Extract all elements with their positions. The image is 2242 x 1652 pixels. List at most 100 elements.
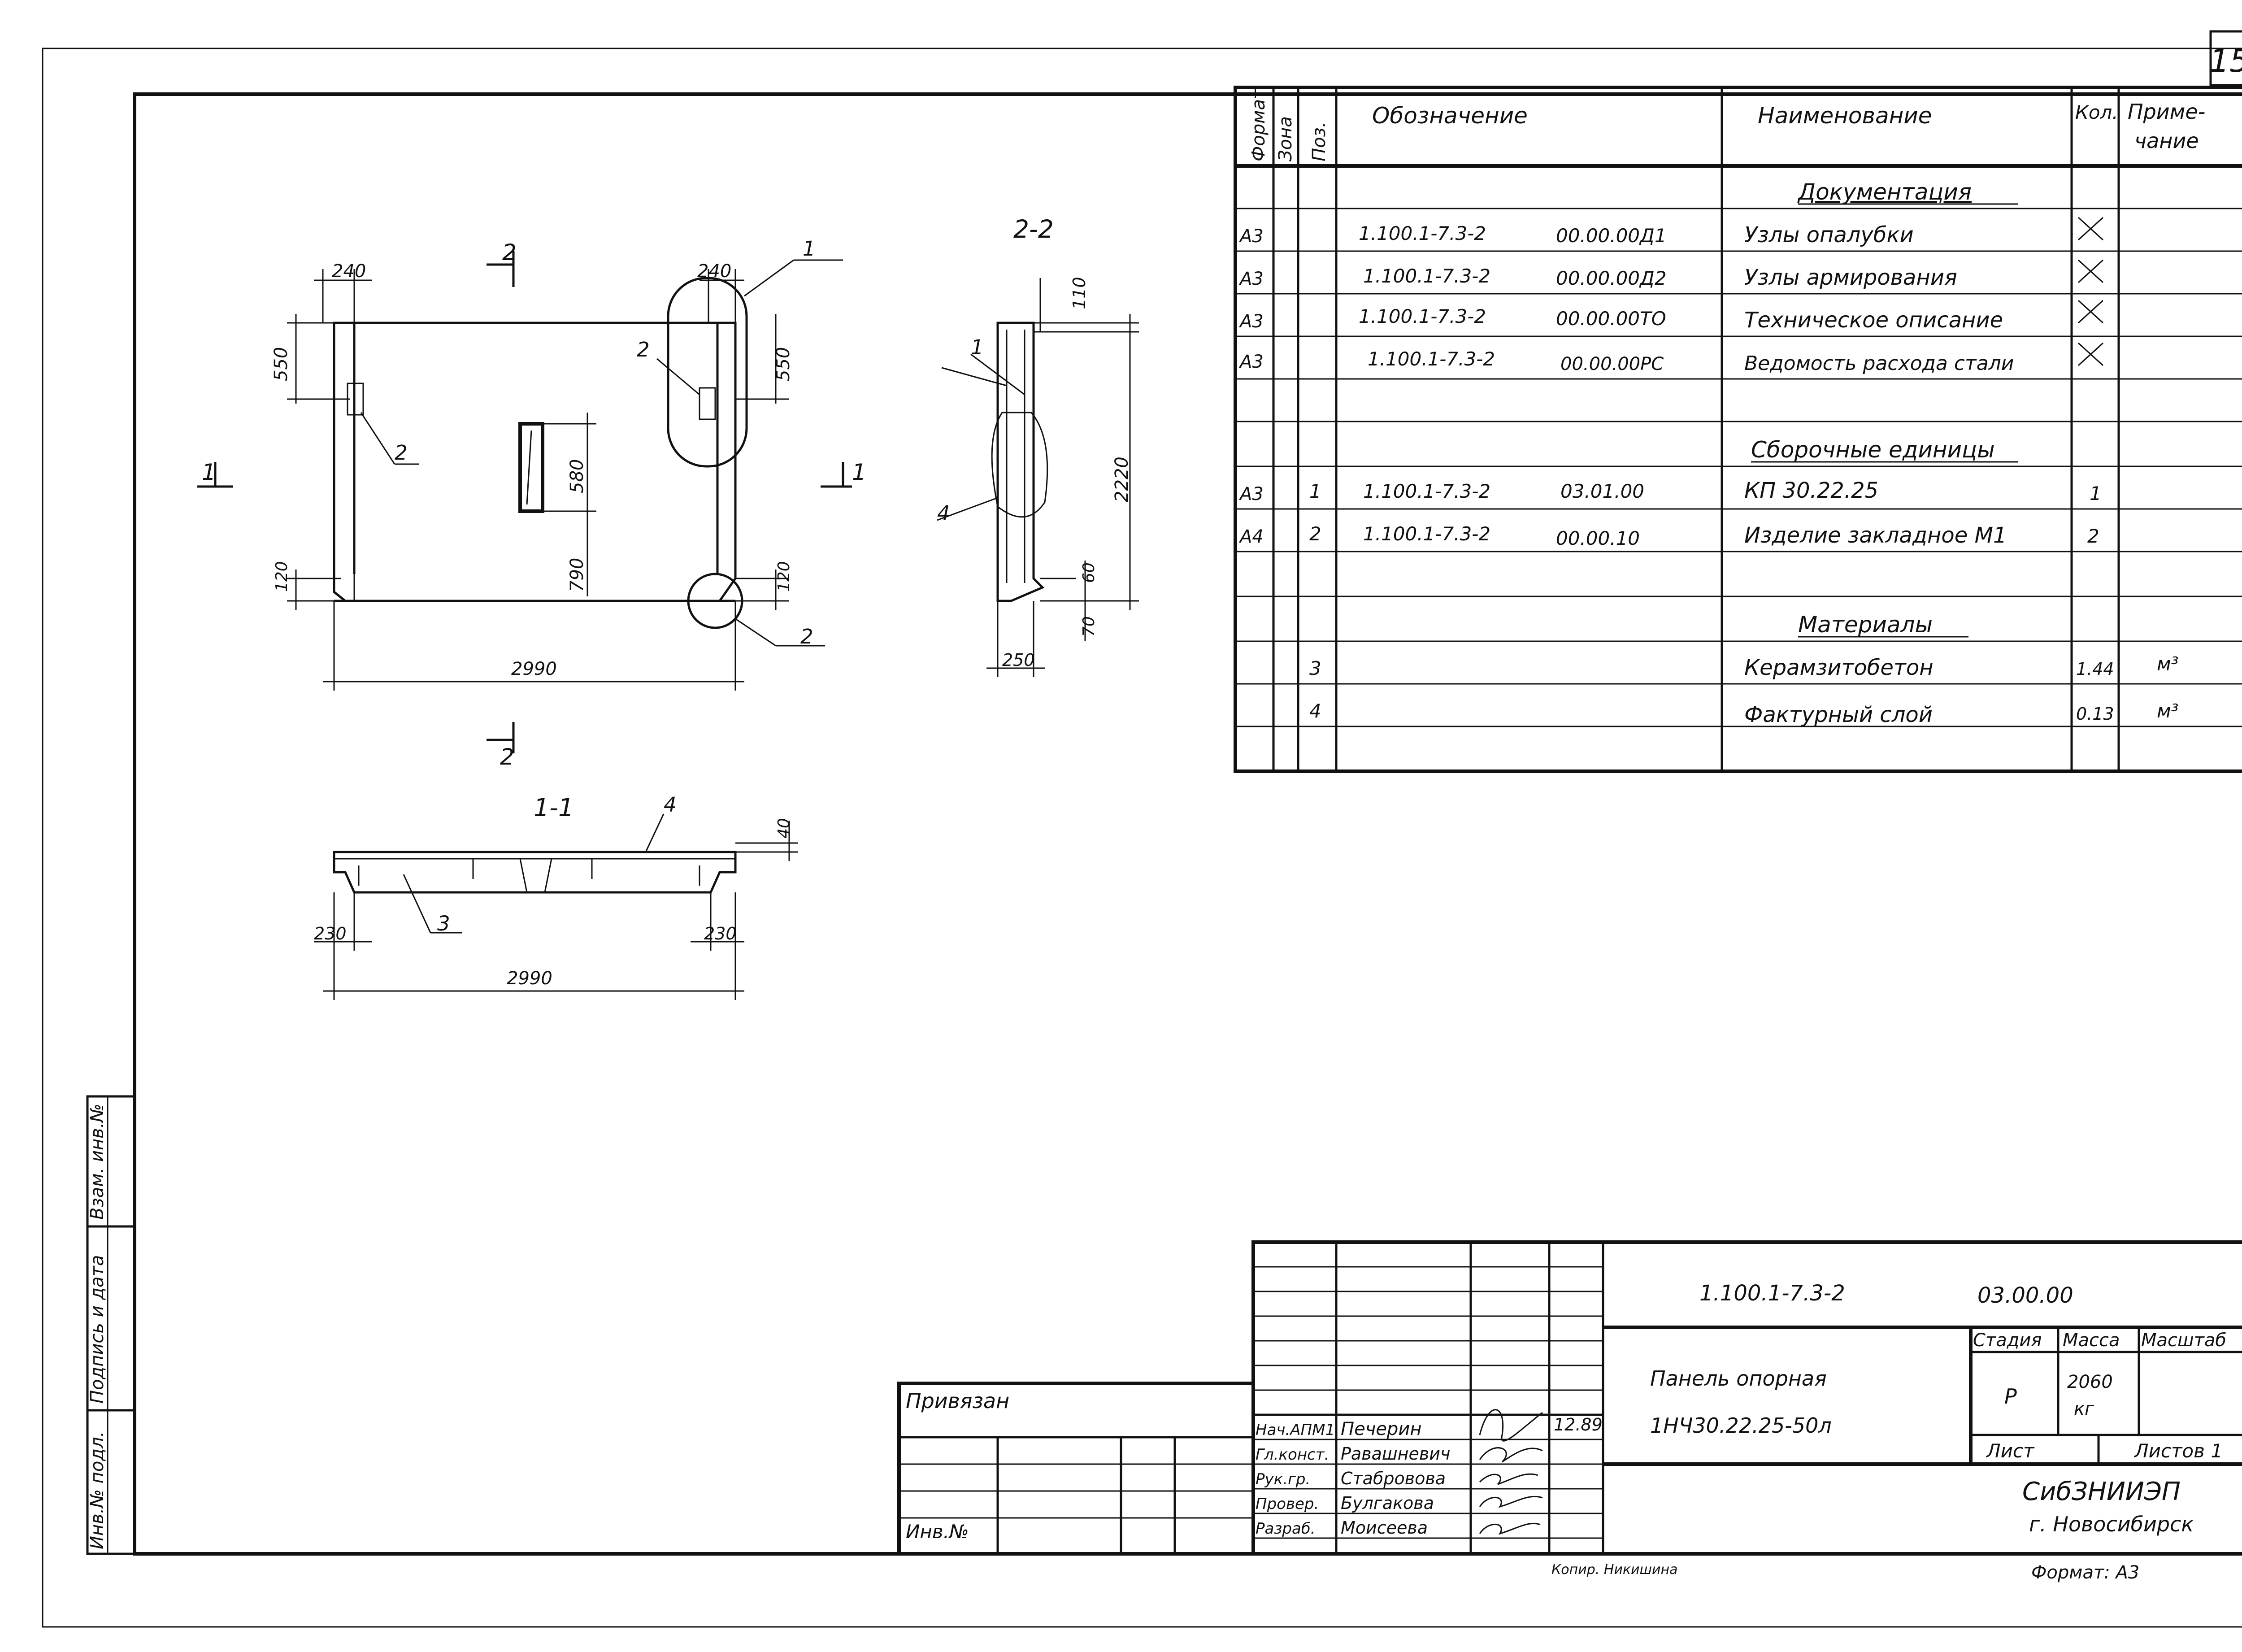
- sheet-label: Лист: [1986, 1440, 2035, 1462]
- dim-790: 790: [567, 558, 587, 592]
- section-1-1: [333, 851, 737, 894]
- dim-120-right: 120: [775, 561, 793, 592]
- copied-by: Копир. Никишина: [1551, 1562, 1678, 1578]
- svg-text:Керамзитобетон: Керамзитобетон: [1744, 655, 1934, 680]
- svg-text:1.100.1-7.3-2: 1.100.1-7.3-2: [1359, 305, 1486, 327]
- cut-label-2-bottom: 2: [500, 744, 514, 770]
- table-row: А4 2 1.100.1-7.3-2 00.00.10 Изделие закл…: [1238, 523, 2099, 549]
- svg-text:Равашневич: Равашневич: [1341, 1444, 1450, 1464]
- sheet-number: 15: [2209, 43, 2242, 79]
- leader-label-3-s11: 3: [437, 912, 450, 935]
- svg-text:00.00.00Д2: 00.00.00Д2: [1556, 267, 1667, 289]
- signature-row: Гл.конст. Равашневич: [1256, 1444, 1450, 1464]
- signature-row: Провер. Булгакова: [1256, 1493, 1434, 1513]
- section-1-1-label: 1-1: [534, 793, 574, 822]
- spec-table: [1234, 86, 2242, 773]
- svg-text:Разраб.: Разраб.: [1256, 1520, 1316, 1538]
- dim-580: 580: [567, 459, 587, 493]
- table-row: А3 1.100.1-7.3-2 00.00.00РС Ведомость ра…: [1238, 348, 2014, 375]
- svg-text:Печерин: Печерин: [1341, 1419, 1421, 1439]
- svg-text:Фактурный слой: Фактурный слой: [1744, 702, 1933, 727]
- hdr-note-1: Приме-: [2128, 100, 2205, 124]
- svg-text:0.13: 0.13: [2076, 704, 2114, 724]
- leader-label-4-s11: 4: [664, 793, 677, 817]
- svg-text:1.100.1-7.3-2: 1.100.1-7.3-2: [1359, 222, 1486, 244]
- date-value: 12.89: [1554, 1415, 1603, 1435]
- svg-text:2: 2: [2087, 525, 2099, 547]
- dim-230-left: 230: [314, 924, 347, 943]
- svg-text:1.100.1-7.3-2: 1.100.1-7.3-2: [1368, 348, 1495, 370]
- mass-unit: кг: [2074, 1399, 2094, 1419]
- svg-text:4: 4: [1309, 700, 1321, 722]
- stamp-inv-podl: Инв.№ подл.: [87, 1431, 108, 1549]
- title-line-1: Панель опорная: [1650, 1366, 1827, 1391]
- mass-value: 2060: [2067, 1372, 2113, 1392]
- cut-label-1-left: 1: [202, 459, 216, 485]
- svg-text:Рук.гр.: Рук.гр.: [1256, 1470, 1310, 1488]
- privyazan-label: Привязан: [906, 1389, 1009, 1413]
- svg-text:1.44: 1.44: [2076, 659, 2114, 679]
- table-row: А3 1.100.1-7.3-2 00.00.00Д1 Узлы опалубк…: [1238, 222, 1914, 248]
- dim-60: 60: [1080, 562, 1098, 583]
- svg-text:3: 3: [1309, 657, 1321, 679]
- section-2-2-label: 2-2: [1013, 215, 1054, 243]
- svg-text:Стабровова: Стабровова: [1341, 1469, 1446, 1488]
- signature-row: Рук.гр. Стабровова: [1256, 1469, 1446, 1488]
- side-stamp: Взам. инв.№ Подпись и дата Инв.№ подл.: [86, 1095, 136, 1555]
- svg-text:00.00.00РС: 00.00.00РС: [1560, 354, 1664, 374]
- cut-label-2-top: 2: [502, 239, 517, 265]
- dim-550-left: 550: [271, 347, 291, 381]
- table-row: А3 1.100.1-7.3-2 00.00.00Д2 Узлы армиров…: [1238, 265, 1957, 290]
- svg-text:м³: м³: [2157, 653, 2179, 675]
- sheets-count: Листов 1: [2133, 1440, 2223, 1462]
- section-units: Сборочные единицы: [1751, 437, 1995, 463]
- table-row: А3 1.100.1-7.3-2 00.00.00ТО Техническое …: [1238, 305, 2003, 333]
- svg-text:А3: А3: [1238, 352, 1264, 372]
- leader-label-2: 2: [637, 338, 650, 361]
- org-name: СибЗНИИЭП: [2022, 1477, 2181, 1506]
- table-row: 3 Керамзитобетон 1.44 м³: [1309, 653, 2179, 680]
- section-materials: Материалы: [1798, 612, 1933, 638]
- hdr-format: Формат: [1248, 88, 1269, 161]
- hdr-designation: Обозначение: [1372, 103, 1528, 129]
- callout-ellipse: [667, 277, 748, 468]
- cross-mark-icon: [2077, 217, 2104, 366]
- svg-text:Техническое описание: Техническое описание: [1744, 308, 2003, 333]
- org-city: г. Новосибирск: [2029, 1512, 2194, 1536]
- privyazan-box: [897, 1382, 1255, 1556]
- cut-label-1-right: 1: [852, 459, 866, 485]
- stage-value: Р: [2004, 1384, 2017, 1409]
- hdr-name: Наименование: [1758, 103, 1932, 129]
- inv-no-label: Инв.№: [906, 1521, 969, 1543]
- svg-text:А3: А3: [1238, 226, 1264, 247]
- svg-text:Изделие закладное М1: Изделие закладное М1: [1744, 523, 2007, 548]
- leader-label-2c: 2: [800, 625, 813, 648]
- dim-70: 70: [1080, 616, 1098, 637]
- dim-250: 250: [1002, 650, 1035, 670]
- title-line-2: 1НЧ30.22.25-50л: [1650, 1413, 1832, 1438]
- doc-code: 1.100.1-7.3-2: [1699, 1281, 1845, 1306]
- signature-row: Нач.АПМ1 Печерин: [1256, 1419, 1421, 1439]
- doc-suffix: 03.00.00: [1977, 1283, 2073, 1308]
- sheet-number-box: [2209, 30, 2242, 87]
- svg-text:Узлы армирования: Узлы армирования: [1744, 265, 1957, 290]
- svg-text:А3: А3: [1238, 269, 1264, 289]
- hdr-qty: Кол.: [2075, 101, 2118, 123]
- svg-text:Булгакова: Булгакова: [1341, 1493, 1434, 1513]
- front-dimensions: [287, 269, 789, 691]
- table-row: 4 Фактурный слой 0.13 м³: [1309, 700, 2179, 727]
- stamp-podpis: Подпись и дата: [87, 1255, 108, 1404]
- svg-text:1.100.1-7.3-2: 1.100.1-7.3-2: [1363, 480, 1490, 502]
- dim-240-left: 240: [332, 261, 366, 282]
- svg-text:2: 2: [1309, 523, 1321, 545]
- svg-text:м³: м³: [2157, 700, 2179, 722]
- leader-label-2b: 2: [395, 441, 408, 465]
- hdr-note-2: чание: [2134, 129, 2199, 153]
- svg-text:1.100.1-7.3-2: 1.100.1-7.3-2: [1363, 523, 1490, 545]
- dim-2220: 2220: [1112, 456, 1132, 502]
- mass-label: Масса: [2063, 1330, 2120, 1351]
- dim-550-right: 550: [773, 347, 794, 381]
- svg-text:03.01.00: 03.01.00: [1560, 480, 1644, 502]
- scale-label: Масштаб: [2141, 1330, 2226, 1351]
